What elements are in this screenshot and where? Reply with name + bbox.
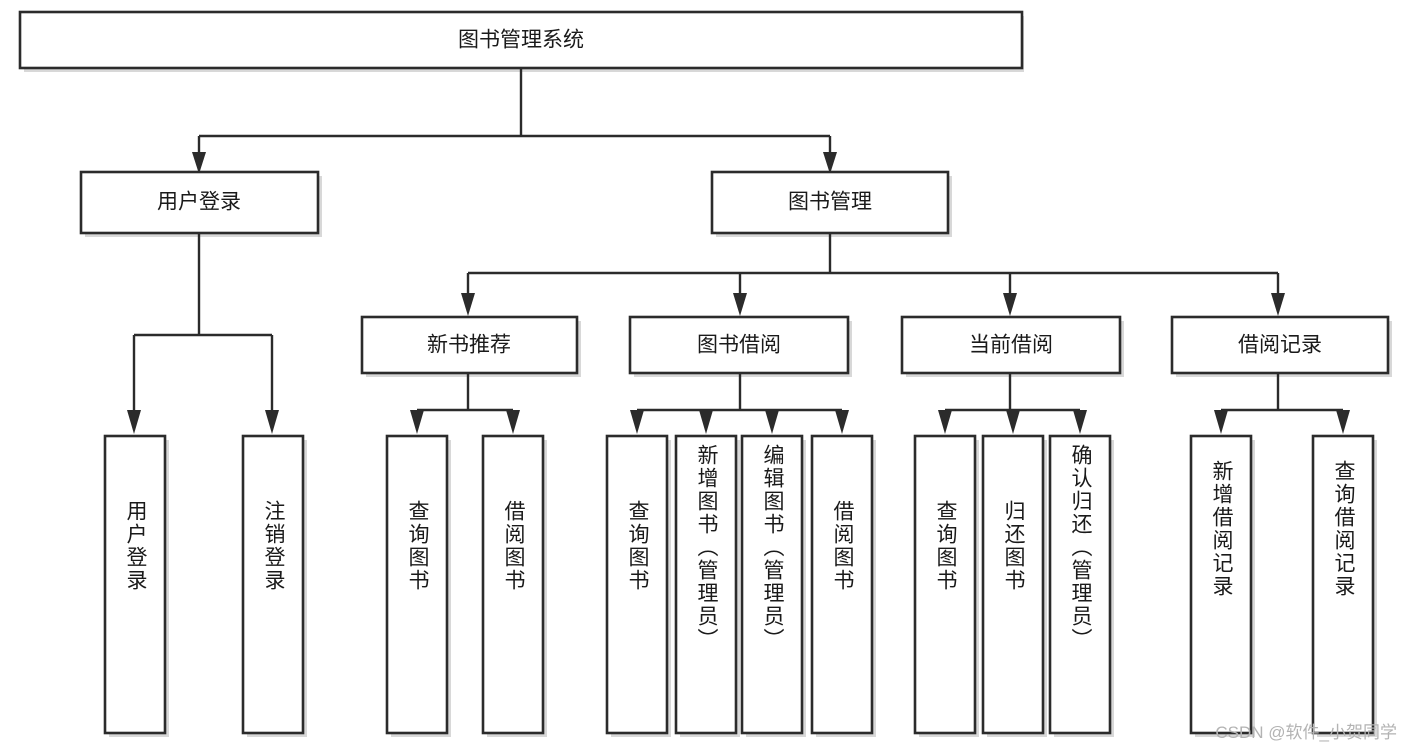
node-user-login-box[interactable]: [79, 170, 320, 235]
node-root-box[interactable]: [18, 10, 1024, 70]
leaf-query-book-2-box[interactable]: [605, 434, 669, 735]
node-box-layer: [18, 10, 1390, 735]
leaf-borrow-book-2-box[interactable]: [810, 434, 874, 735]
leaf-edit-book-box[interactable]: [740, 434, 804, 735]
node-book-management-box[interactable]: [710, 170, 950, 235]
leaf-add-record-box[interactable]: [1189, 434, 1253, 735]
node-new-book-recommend-box[interactable]: [360, 315, 579, 375]
leaf-add-book-box[interactable]: [674, 434, 738, 735]
node-new-book-recommend-label: 新书推荐: [427, 334, 511, 357]
leaf-return-book-box[interactable]: [981, 434, 1045, 735]
node-book-management-label: 图书管理: [788, 191, 872, 214]
leaf-user-login-box[interactable]: [103, 434, 167, 735]
node-root-label: 图书管理系统: [458, 29, 584, 52]
leaf-query-book-1-box[interactable]: [385, 434, 449, 735]
node-current-borrow-label: 当前借阅: [969, 334, 1053, 357]
connector-layer: [127, 68, 1350, 434]
node-user-login-label: 用户登录: [157, 191, 241, 214]
csdn-watermark: CSDN @软件_小贺同学: [1215, 723, 1397, 742]
leaf-logout-login-box[interactable]: [241, 434, 305, 735]
leaf-query-record-box[interactable]: [1311, 434, 1375, 735]
node-book-borrow-box[interactable]: [628, 315, 850, 375]
leaf-confirm-return-box[interactable]: [1048, 434, 1112, 735]
leaf-query-book-3-box[interactable]: [913, 434, 977, 735]
node-book-borrow-label: 图书借阅: [697, 334, 781, 357]
node-borrow-record-box[interactable]: [1170, 315, 1390, 375]
node-borrow-record-label: 借阅记录: [1238, 334, 1322, 357]
node-current-borrow-box[interactable]: [900, 315, 1122, 375]
horizontal-label-layer: 图书管理系统 用户登录 图书管理 新书推荐 图书借阅 当前借阅 借阅记录: [157, 29, 1322, 357]
leaf-borrow-book-1-box[interactable]: [481, 434, 545, 735]
